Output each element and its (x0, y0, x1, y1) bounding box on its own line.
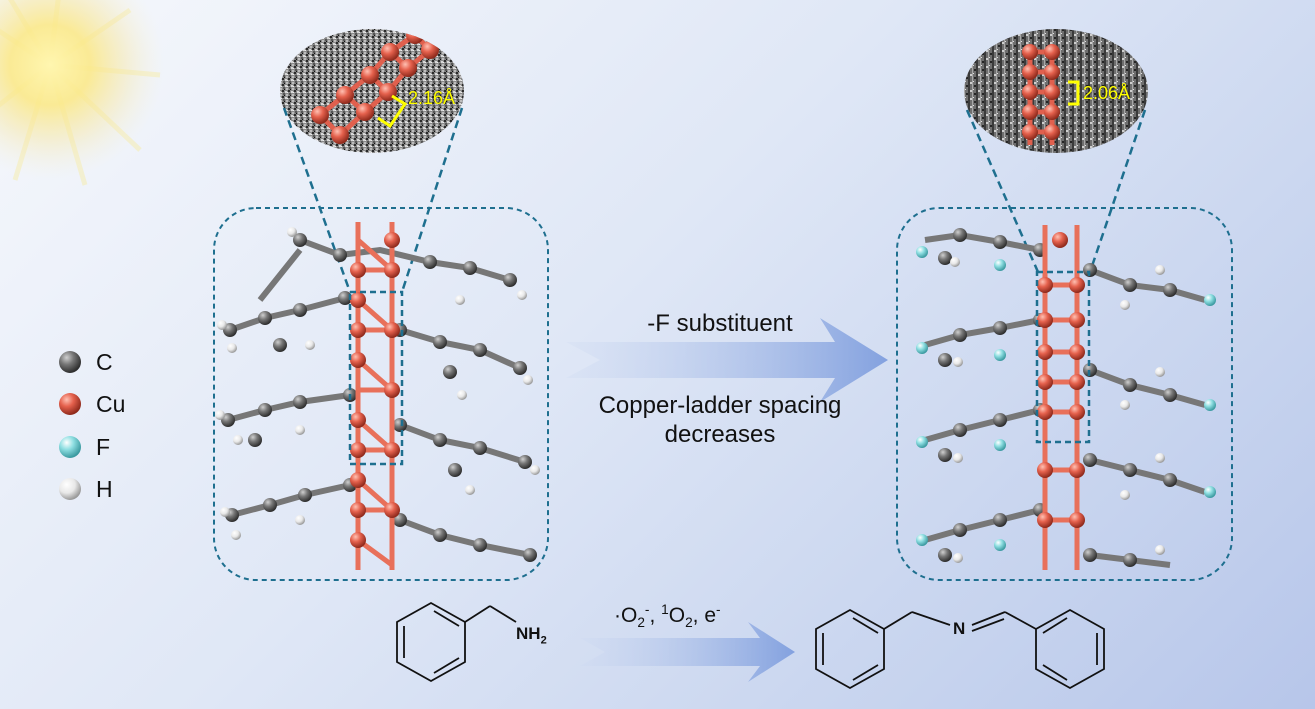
right-hrtem-inset (964, 29, 1148, 153)
spacing-label-left: 2.16Å (408, 88, 456, 108)
reaction-conditions: ·O2-, 1O2, e- (614, 602, 721, 631)
main-arrow (566, 318, 888, 402)
imine-product-structure (815, 608, 1105, 690)
legend-swatch-cu (59, 393, 81, 415)
arrow-top-text: -F substituent (647, 310, 793, 337)
spacing-label-right: 2.06Å (1083, 83, 1131, 103)
legend-label-f: F (96, 434, 111, 460)
right-structure-panel (896, 207, 1233, 581)
legend-label-cu: Cu (96, 391, 126, 417)
imine-nitrogen-label: N (953, 619, 966, 638)
legend-label-h: H (96, 476, 113, 502)
amine-group-label: NH2 (516, 624, 547, 647)
legend-swatch-c (59, 351, 81, 373)
spacing-marker-left (377, 94, 408, 129)
reaction-arrow (580, 622, 795, 682)
left-structure-panel (213, 207, 549, 581)
left-hrtem-inset (280, 29, 464, 153)
legend-label-c: C (96, 349, 113, 375)
legend-swatch-f (59, 436, 81, 458)
legend-swatch-h (59, 478, 81, 500)
benzylamine-structure (396, 601, 517, 683)
legend-swatches (59, 351, 81, 500)
arrow-bottom-text: Copper-ladder spacing decreases (598, 392, 842, 448)
spacing-marker-right (1068, 80, 1080, 106)
sun-glow (0, 0, 165, 186)
